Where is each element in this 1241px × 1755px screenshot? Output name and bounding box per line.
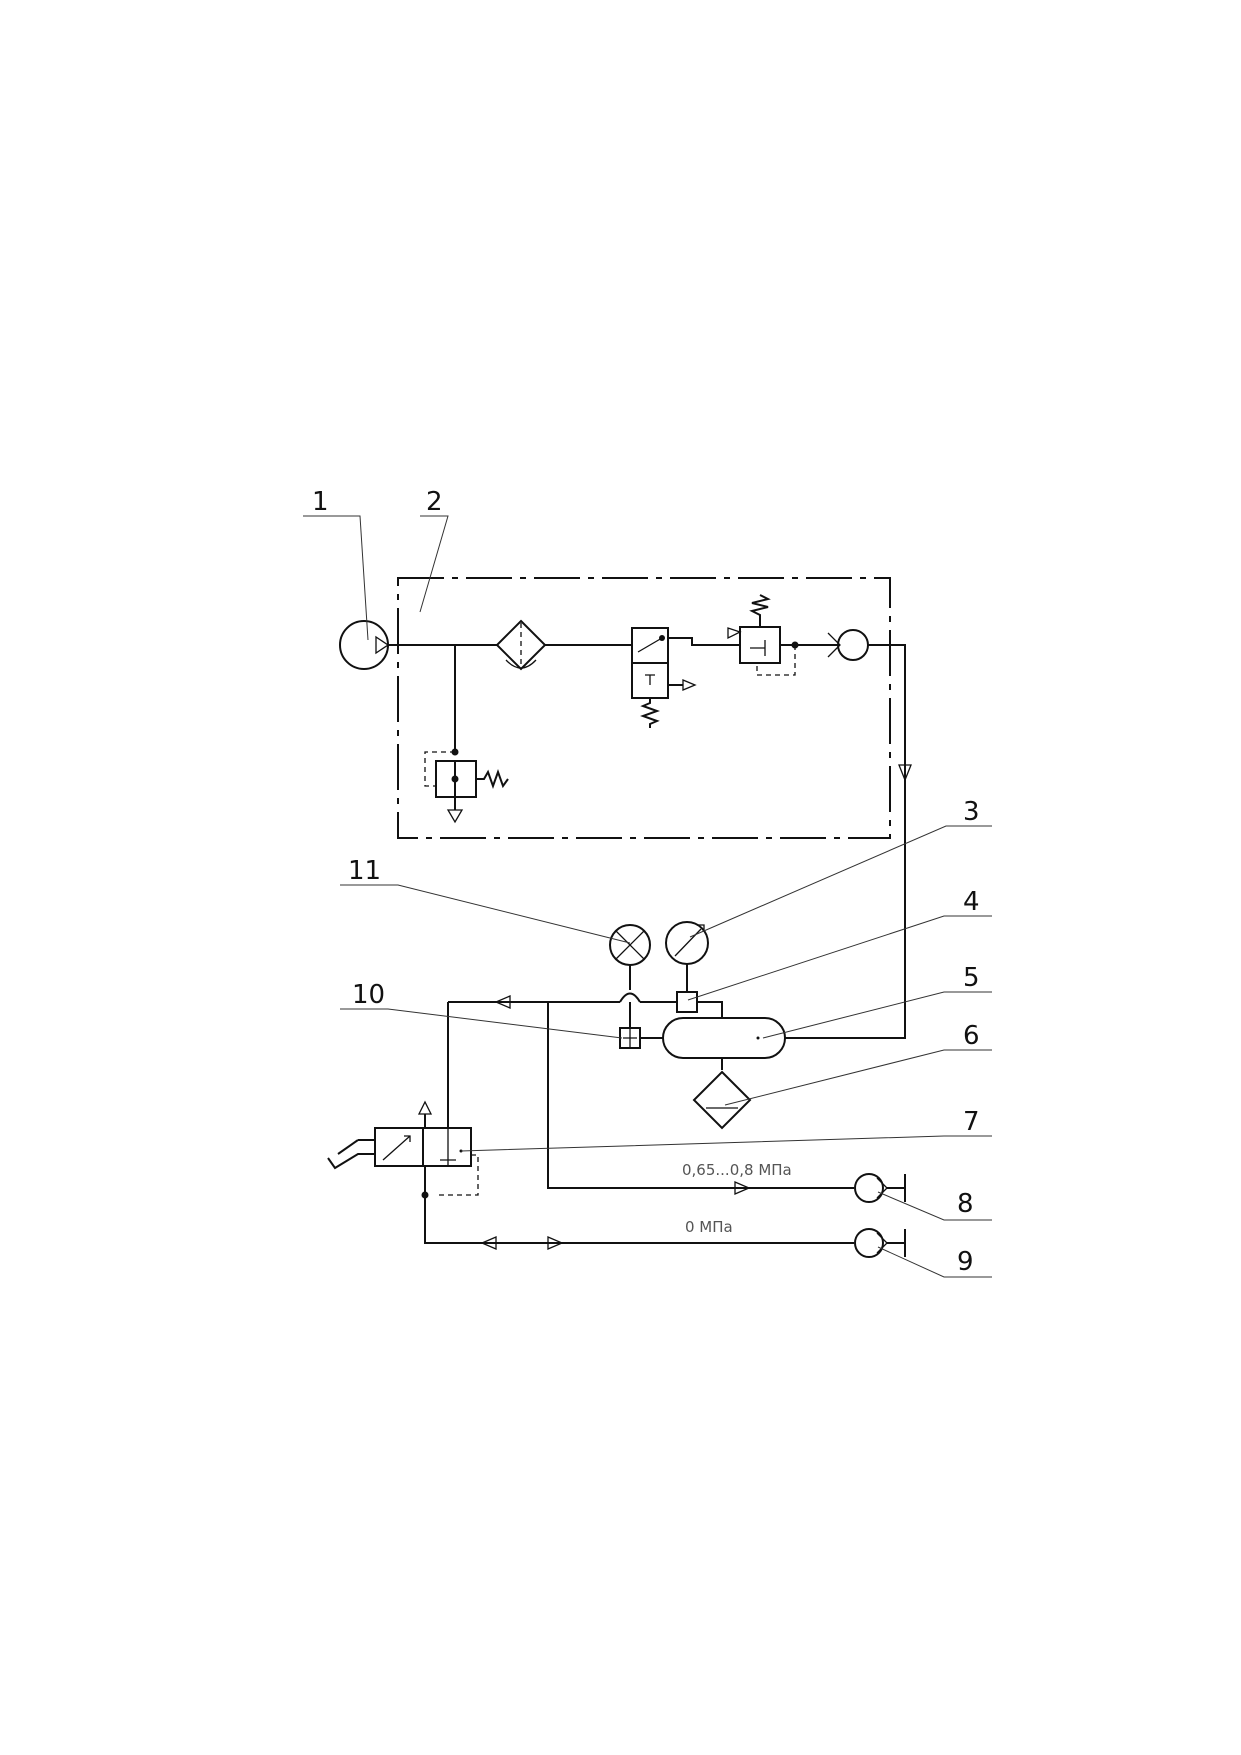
indicator-lamp-symbol (609, 924, 651, 966)
pressure-sensor-symbol (676, 991, 698, 1013)
foot-valve-symbol (327, 1100, 479, 1199)
flow-arrow-left (494, 995, 511, 1009)
pressure-regulator-symbol (727, 594, 799, 676)
exhaust-pressure-label: 0 МПа (685, 1218, 733, 1236)
quick-coupling-exhaust-symbol (854, 1228, 906, 1258)
air-receiver-symbol (662, 1017, 786, 1059)
filter-separator-symbol (495, 619, 547, 671)
callout-7: 7 (963, 1107, 980, 1137)
callout-5: 5 (963, 963, 980, 993)
check-valve-symbol (827, 629, 880, 661)
flow-arrow-right (547, 1236, 564, 1250)
callout-10: 10 (352, 980, 385, 1010)
flow-arrow-down (898, 764, 912, 782)
flow-arrow-right (734, 1181, 751, 1195)
callout-3: 3 (963, 797, 980, 827)
callout-1: 1 (312, 487, 329, 517)
callout-8: 8 (957, 1189, 974, 1219)
quick-coupling-supply-symbol (854, 1173, 906, 1203)
directional-valve-3-2-symbol (631, 627, 697, 728)
compressor-symbol (339, 620, 390, 670)
supply-pressure-label: 0,65...0,8 МПа (682, 1161, 792, 1179)
pressure-switch-symbol (619, 1027, 641, 1049)
callout-11: 11 (348, 856, 381, 886)
compressor-unit-boundary (397, 577, 891, 839)
callout-6: 6 (963, 1021, 980, 1051)
flow-arrows (480, 764, 912, 1250)
callout-numbers: 1 2 3 4 5 6 7 8 9 10 11 (312, 487, 980, 1277)
callout-2: 2 (426, 487, 443, 517)
pipelines (388, 637, 906, 1244)
pressure-gauge-symbol (665, 921, 709, 965)
condensate-separator-symbol (692, 1070, 752, 1130)
callout-9: 9 (957, 1247, 974, 1277)
flow-arrow-left (480, 1236, 497, 1250)
callout-4: 4 (963, 887, 980, 917)
safety-valve-symbol (424, 748, 509, 824)
leader-lines (303, 515, 992, 1278)
